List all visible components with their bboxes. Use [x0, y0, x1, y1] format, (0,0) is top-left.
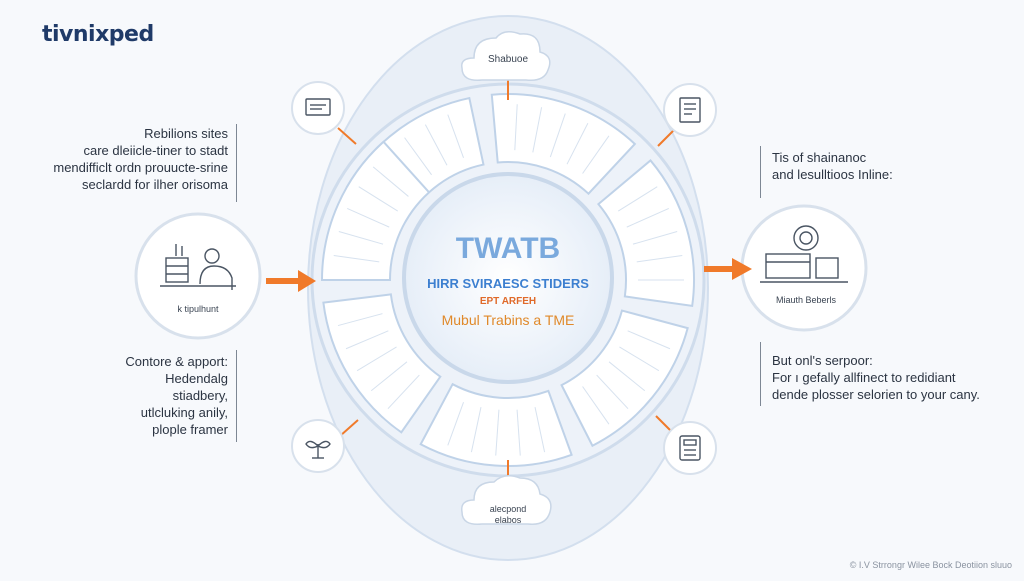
segment-detail-line [370, 361, 408, 392]
desk-worker-icon [160, 244, 236, 290]
monitor-icon [305, 98, 331, 116]
segment-detail-line [347, 207, 390, 228]
segment-detail-line [627, 330, 671, 350]
text-line: Rebilions sites [144, 126, 228, 141]
right-arrow [704, 258, 752, 280]
segment-detail-line [338, 231, 384, 245]
plant-icon [305, 440, 331, 459]
brand-logo: tivnixped [42, 22, 154, 47]
segment-detail-line [619, 346, 660, 372]
ring-segment [322, 293, 442, 434]
footer-note: © I.V Strrongr Wilee Bock Deotiion sluuo [849, 560, 1012, 570]
segment-detail-line [333, 255, 380, 263]
inner-circle [402, 172, 614, 384]
ring-segment [320, 140, 431, 281]
text-line: Contore & apport: [125, 354, 228, 369]
segment-detail-line [636, 255, 683, 263]
left-top-description: Rebilions sites care dleiicle-tiner to st… [53, 125, 228, 193]
segment-ring [320, 93, 695, 467]
segment-detail-line [632, 231, 678, 245]
segment-detail-line [534, 407, 546, 453]
segment-detail-line [549, 113, 566, 158]
text-line: dende plosser selorien to your cany. [772, 387, 980, 402]
text-line: seclardd for ilher orisoma [82, 177, 228, 192]
calculator-icon-badge [655, 415, 717, 475]
segment-detail-line [372, 166, 409, 197]
segment-detail-line [356, 346, 397, 372]
left-feature-circle: k tipulhunt [134, 212, 262, 340]
segment-detail-line [337, 313, 383, 327]
left-top-divider [236, 124, 237, 202]
workstation-icon [760, 225, 848, 283]
ring-segment [560, 309, 689, 448]
segment-detail-line [358, 186, 399, 212]
segment-detail-line [617, 186, 658, 212]
segment-detail-line [470, 407, 482, 453]
left-bottom-divider [236, 350, 237, 442]
left-arrow [266, 270, 316, 292]
text-line: But onl's serpoor: [772, 353, 873, 368]
segment-detail-line [404, 137, 432, 176]
text-line: stiadbery, [172, 388, 228, 403]
segment-detail-line [447, 114, 465, 159]
segment-detail-line [514, 104, 518, 151]
right-circle-label: Miauth Beberls [776, 295, 837, 305]
plant-icon-badge [291, 419, 359, 473]
center-tag: EPT ARFEH [480, 296, 536, 307]
text-line: and lesulltioos Inline: [772, 167, 893, 182]
segment-detail-line [447, 401, 465, 446]
text-line: For ı gefally allfinect to redidiant [772, 370, 956, 385]
right-feature-circle: Miauth Beberls [740, 204, 868, 332]
ring-segment [490, 93, 637, 196]
text-line: Tis of shainanoc [772, 150, 867, 165]
segment-detail-line [387, 374, 420, 410]
segment-detail-line [516, 409, 521, 456]
segment-detail-line [608, 361, 646, 392]
segment-detail-line [424, 124, 448, 166]
center-title: TWATB [456, 232, 560, 265]
segment-detail-line [495, 409, 500, 456]
segment-detail-line [345, 330, 389, 350]
text-line: plople framer [152, 422, 228, 437]
text-line: care dleiicle-tiner to stadt [83, 143, 228, 158]
bottom-bubble-line1: alecpond [490, 504, 527, 514]
top-bubble-label: Shabuoe [488, 54, 528, 65]
document-icon [679, 97, 701, 123]
right-bottom-divider [760, 342, 761, 406]
right-bottom-description: But onl's serpoor: For ı gefally allfinec… [772, 352, 980, 403]
left-bottom-description: Contore & apport: Hedendalg stiadbery, utlc… [125, 353, 228, 438]
text-line: Hedendalg [165, 371, 228, 386]
top-bubble: Shabuoe [461, 31, 551, 82]
calculator-icon [679, 435, 701, 461]
text-line: mendifficlt ordn prouucte-srine [53, 160, 228, 175]
segment-detail-line [596, 374, 629, 410]
segment-detail-line [582, 386, 610, 425]
left-circle-label: k tipulhunt [177, 304, 219, 314]
center-subtitle: HIRR SVIRAESC STIDERS [427, 276, 589, 291]
bottom-bubble: alecpond elabos [461, 475, 552, 525]
ring-segment [596, 159, 695, 308]
segment-detail-line [626, 207, 669, 228]
segment-detail-line [566, 122, 589, 165]
text-line: utlcluking anily, [140, 405, 228, 420]
ring-segment [419, 382, 573, 467]
document-icon-badge [657, 83, 717, 147]
monitor-icon-badge [291, 81, 357, 145]
right-top-divider [760, 146, 761, 198]
segment-detail-line [532, 107, 543, 153]
bottom-bubble-line2: elabos [495, 515, 522, 525]
right-top-description: Tis of shainanoc and lesulltioos Inline: [772, 149, 893, 183]
segment-detail-line [582, 135, 610, 174]
center-caption: Mubul Trabins a TME [442, 312, 575, 328]
